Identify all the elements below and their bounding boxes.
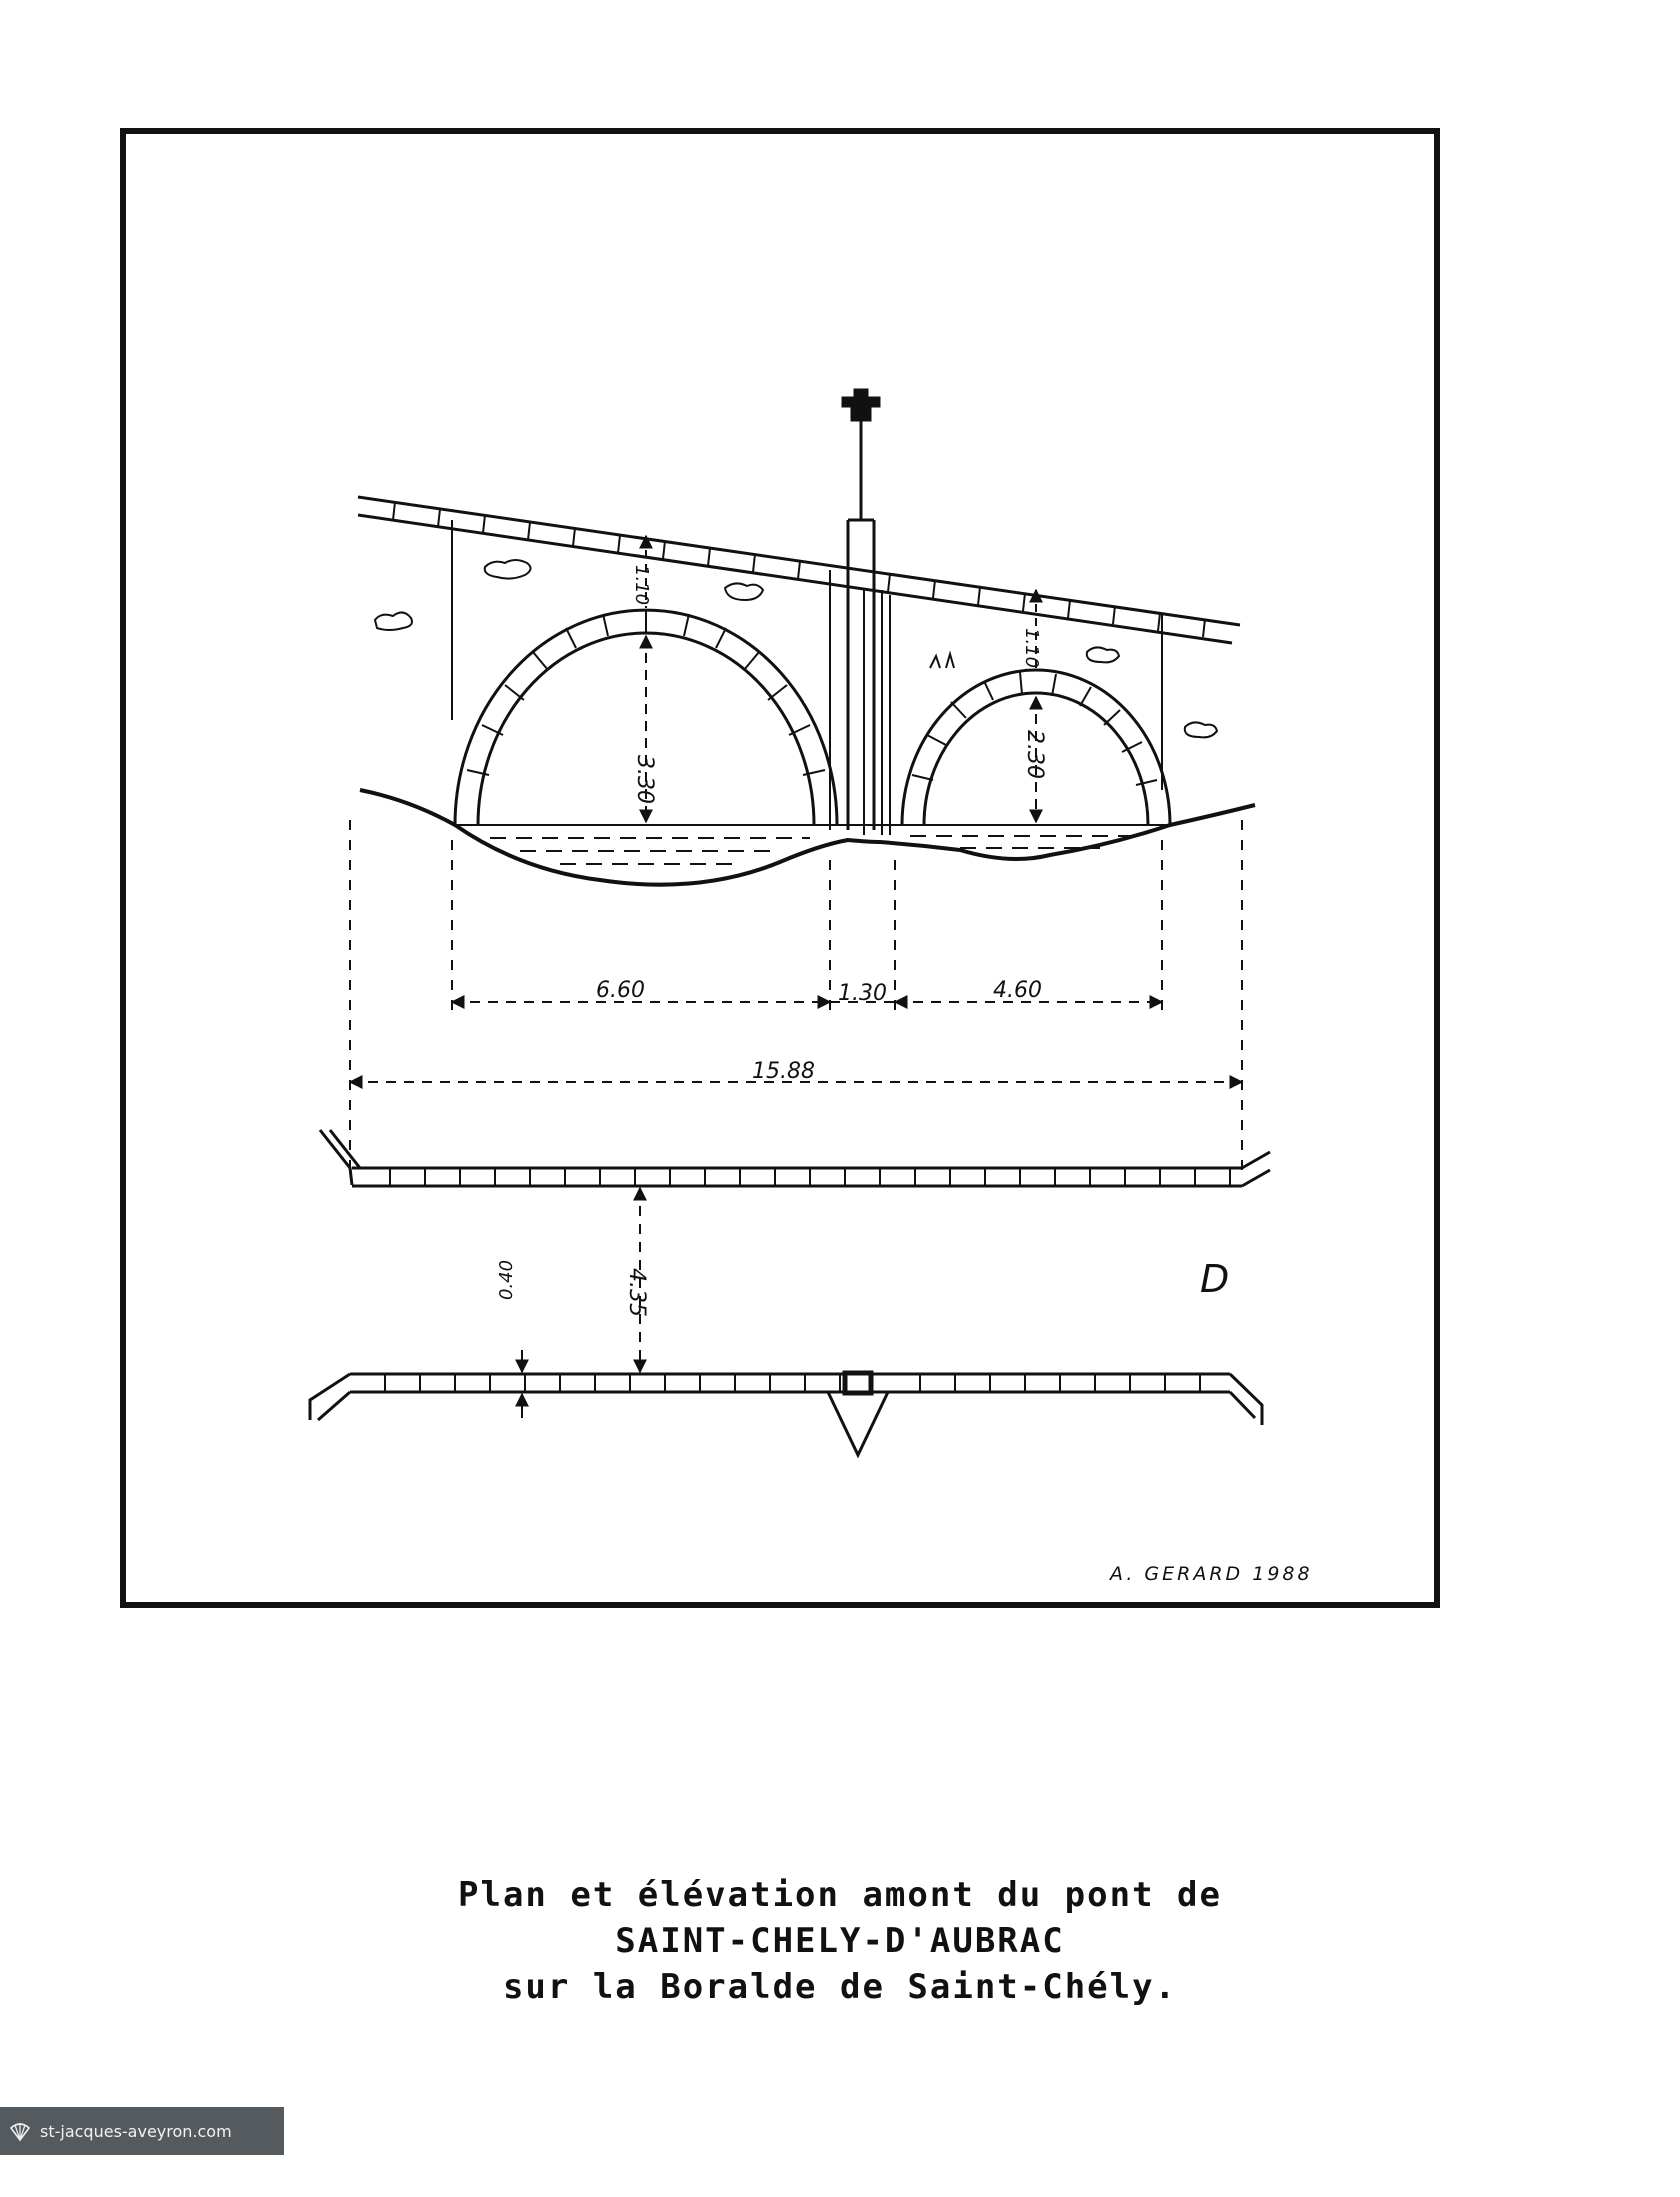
rise-dimensions [639,534,1043,824]
cross-monument [841,388,891,835]
dim-left-rise: 3.30 [632,755,657,804]
dim-left-keystone: 1.10 [631,565,652,605]
watermark-text: st-jacques-aveyron.com [40,2121,232,2141]
plan-lower-parapet [308,1370,1264,1459]
scallop-shell-icon [0,2107,40,2155]
signature: A. GERARD 1988 [1108,1563,1313,1585]
plan-upper-parapet [318,1129,1271,1188]
caption-line-1: Plan et élévation amont du pont de [458,1875,1222,1915]
spandrel-walls [451,520,1163,830]
dim-pier-width: 1.30 [838,981,887,1006]
ground-profile [359,788,1256,887]
span-dimensions [348,995,1244,1089]
plan-dimensions [515,1186,647,1418]
wall-stones [373,559,1219,739]
left-arch [453,608,839,826]
dim-right-keystone: 1.10 [1021,628,1042,668]
extension-lines [349,820,1243,1180]
parapet [357,495,1241,645]
water-surface [455,824,1170,865]
dim-right-rise: 2.30 [1022,730,1047,779]
watermark-badge[interactable]: st-jacques-aveyron.com [0,2107,284,2155]
dim-parapet-thickness: 0.40 [496,1260,517,1300]
drawing-frame [120,128,1440,1608]
caption-line-2: SAINT-CHELY-D'AUBRAC [615,1921,1065,1961]
right-arch [900,668,1172,826]
dim-deck-width: 4.35 [624,1268,649,1317]
dim-right-span: 4.60 [993,978,1042,1003]
caption: Plan et élévation amont du pont de SAINT… [0,1872,1680,2010]
letter-mark: D [1200,1257,1229,1301]
dim-left-span: 6.60 [596,978,645,1003]
dim-total-length: 15.88 [752,1059,815,1084]
caption-line-3: sur la Boralde de Saint-Chély. [502,1967,1178,2007]
